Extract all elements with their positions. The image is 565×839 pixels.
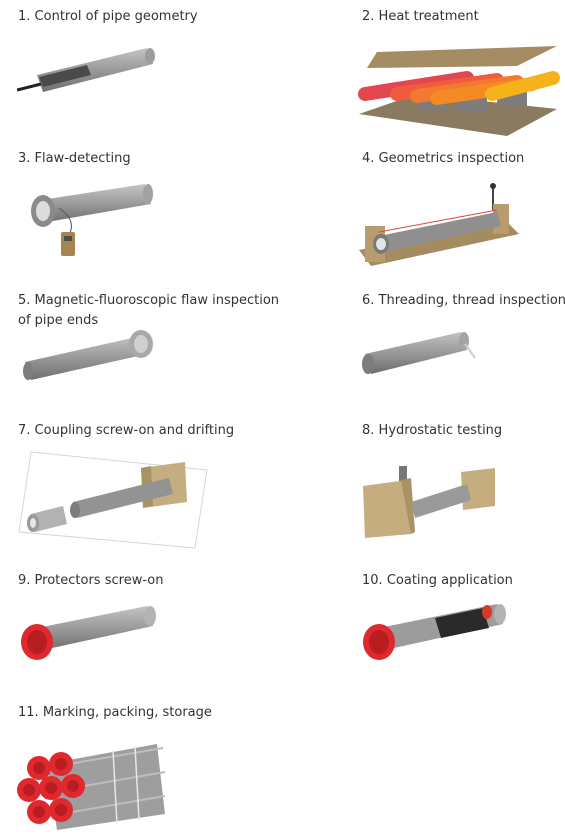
- coating-band: [435, 608, 489, 638]
- test-head-left: [363, 480, 411, 538]
- step-4-label: 4. Geometrics inspection: [362, 151, 525, 166]
- step-10-label: 10. Coating application: [362, 573, 513, 588]
- pipe-end: [23, 362, 33, 380]
- step-9-label: 9. Protectors screw-on: [18, 573, 164, 588]
- inspection-base: [359, 222, 519, 266]
- pipe-body: [411, 484, 471, 518]
- pipe-body: [365, 332, 467, 374]
- pipe-body: [379, 212, 501, 252]
- step-6-illustration: [357, 322, 481, 404]
- step-4-illustration: [357, 180, 520, 273]
- step-1-label: 1. Control of pipe geometry: [18, 9, 198, 24]
- pipe-body: [41, 184, 151, 222]
- step-11-label: 11. Marking, packing, storage: [18, 705, 212, 720]
- coupling: [31, 506, 67, 532]
- pipe-body: [37, 606, 153, 650]
- step-2-illustration: [357, 44, 560, 139]
- gauge-tool: [39, 65, 91, 87]
- step-3-label: 3. Flaw-detecting: [18, 151, 131, 166]
- step-3-illustration: [17, 180, 157, 260]
- flaw-detector-device: [61, 232, 75, 256]
- pipe-body: [25, 336, 147, 380]
- step-7-label: 7. Coupling screw-on and drifting: [18, 423, 235, 438]
- step-10-illustration: [357, 598, 517, 666]
- pipe-body: [73, 478, 173, 518]
- step-11-illustration: [17, 734, 177, 834]
- step-1-illustration: [17, 30, 157, 106]
- step-8-illustration: [357, 462, 499, 540]
- pipe-end: [145, 48, 155, 64]
- furnace-roof: [367, 46, 557, 68]
- step-7-illustration: [17, 448, 210, 550]
- red-protectors: [17, 752, 85, 824]
- step-5-label: 5. Magnetic-fluoroscopic flaw inspection…: [18, 293, 280, 328]
- step-6-label: 6. Threading, thread inspection: [362, 293, 565, 308]
- step-2-label: 2. Heat treatment: [362, 9, 479, 24]
- step-8-label: 8. Hydrostatic testing: [362, 423, 503, 438]
- hot-pipes: [358, 71, 560, 105]
- step-9-illustration: [17, 598, 169, 666]
- pipe-end: [362, 354, 374, 374]
- pipe-body: [37, 48, 153, 92]
- step-5-illustration: [17, 322, 159, 388]
